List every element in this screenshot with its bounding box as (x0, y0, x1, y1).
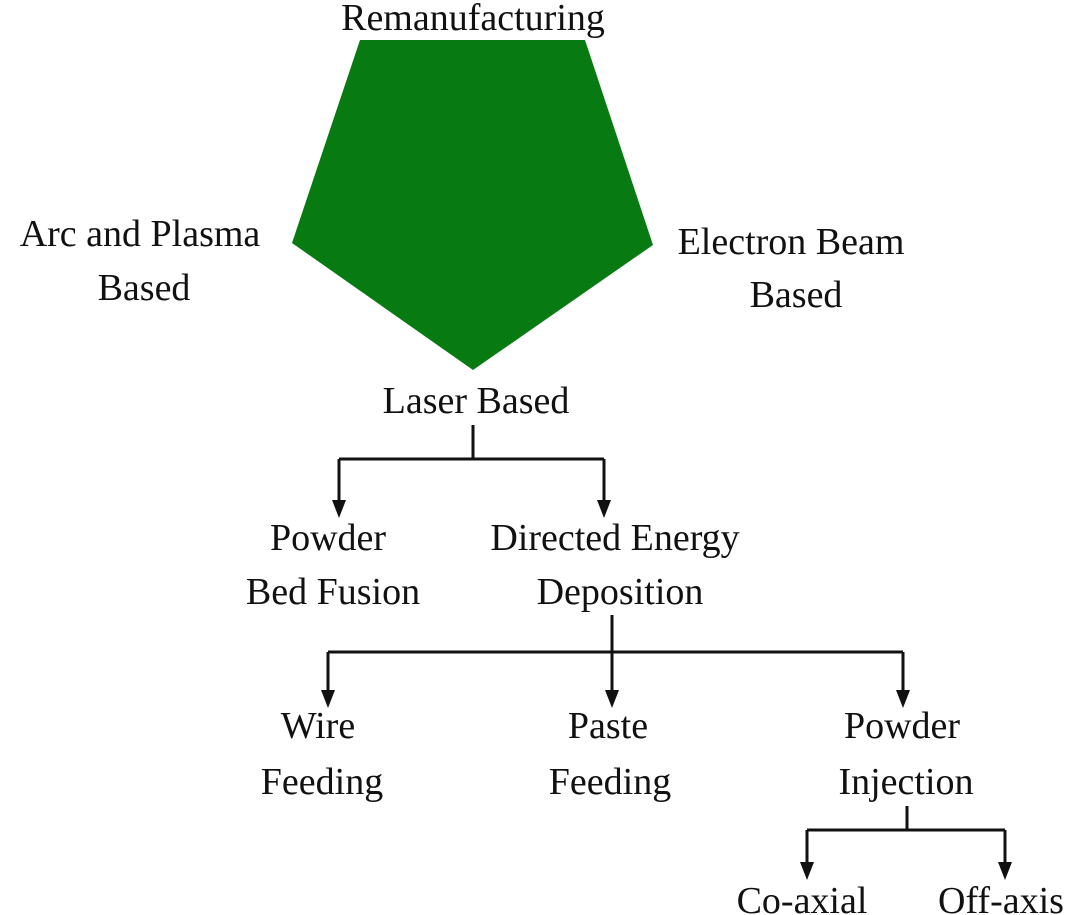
label-remanufacturing: Remanufacturing (341, 0, 605, 39)
connector-injection (800, 806, 1012, 880)
label-powder-bed-line2: Bed Fusion (246, 571, 420, 613)
label-paste-line2: Feeding (549, 761, 671, 803)
label-coaxial: Co-axial (737, 880, 868, 915)
arrowhead-icon (896, 690, 910, 708)
am-pentagon (292, 40, 653, 370)
label-paste-line1: Paste (568, 705, 648, 747)
label-wire-line2: Feeding (261, 761, 383, 803)
arrowhead-icon (597, 500, 611, 518)
label-laser-based: Laser Based (383, 380, 570, 422)
label-ded-line2: Deposition (537, 571, 704, 613)
arrowhead-icon (998, 862, 1012, 880)
label-electron-beam-line2: Based (750, 274, 843, 316)
label-powder-bed-line1: Powder (270, 517, 386, 559)
label-arc-plasma-line1: Arc and Plasma (20, 213, 261, 255)
label-electron-beam-line1: Electron Beam (678, 221, 905, 263)
arrowhead-icon (332, 500, 346, 518)
connector-ded (321, 615, 910, 708)
label-powder-inj-line1: Powder (844, 705, 960, 747)
arrowhead-icon (321, 690, 335, 708)
arrowhead-icon (800, 862, 814, 880)
label-offaxis: Off-axis (938, 880, 1064, 915)
label-powder-inj-line2: Injection (838, 761, 973, 803)
arrowhead-icon (605, 690, 619, 708)
connector-laser (332, 425, 611, 518)
label-wire-line1: Wire (281, 705, 355, 747)
label-ded-line1-text: Directed Energy (490, 517, 739, 559)
label-arc-plasma-line2: Based (98, 267, 191, 309)
